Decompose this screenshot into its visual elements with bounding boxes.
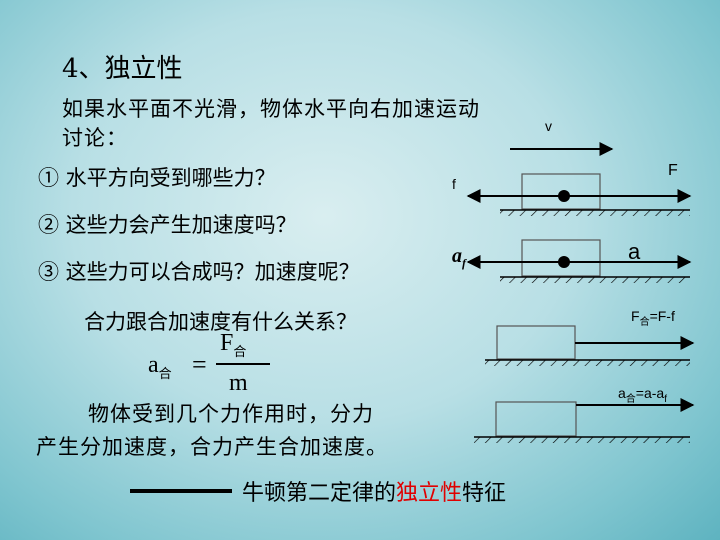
friction-acc-label: af [452, 245, 466, 271]
block-1 [521, 173, 601, 210]
net-acc-symbol: a [618, 385, 626, 401]
question-3: ③ 这些力可以合成吗？加速度呢？ [38, 260, 360, 284]
newton-second-law-formula: a合 = F合 m [140, 330, 280, 400]
net-force-label: F合=F-f [631, 308, 675, 328]
question-2: ② 这些力会产生加速度吗？ [38, 213, 297, 237]
ground-hatch-2 [500, 277, 690, 283]
ground-hatch-3 [485, 360, 690, 366]
question-1: ① 水平方向受到哪些力？ [38, 166, 276, 190]
formula-lhs: a合 [148, 352, 172, 382]
net-force-rhs: =F-f [649, 308, 675, 324]
conclusion-line-2: 产生分加速度，合力产生合加速度。 [36, 435, 388, 459]
diagram-net-acceleration [474, 398, 695, 443]
section-title: 4、独立性 [62, 54, 183, 84]
formula-lhs-symbol: a [148, 352, 159, 378]
formula-numerator-symbol: F [220, 330, 234, 356]
block-3 [496, 325, 576, 360]
formula-lhs-subscript: 合 [158, 365, 172, 381]
net-acc-rhs: =a-a [635, 385, 665, 401]
net-acc-label: a合=a-af [618, 385, 667, 405]
conclusion-line-1: 物体受到几个力作用时，分力 [88, 402, 374, 426]
acc-point [558, 256, 570, 268]
block-4 [495, 401, 577, 437]
force-point [558, 190, 570, 202]
intro-line-2: 讨论： [62, 126, 128, 150]
ground-hatch-4 [474, 437, 690, 443]
formula-numerator: F合 [220, 330, 246, 360]
footer-prefix: 牛顿第二定律的 [242, 481, 397, 506]
net-force-subscript: 合 [639, 316, 650, 328]
friction-acc-symbol: a [452, 245, 462, 267]
formula-equals: = [192, 350, 207, 379]
intro-line-1: 如果水平面不光滑，物体水平向右加速运动 [62, 97, 480, 121]
fraction-bar [216, 363, 270, 365]
applied-force-label: F [668, 162, 678, 179]
footer-suffix: 特征 [462, 481, 507, 506]
diagram-net-force [485, 325, 695, 366]
diagram-accelerations [466, 239, 692, 283]
diagram-forces [466, 142, 692, 216]
friction-label: f [452, 176, 456, 192]
footer-highlight: 独立性 [396, 481, 463, 506]
ground-hatch-1 [500, 210, 690, 216]
question-4: 合力跟合加速度有什么关系？ [84, 310, 357, 334]
block-2 [521, 239, 601, 277]
footer-statement: 牛顿第二定律的独立性特征 [242, 475, 506, 507]
net-acc-rhs-subscript: f [664, 393, 667, 405]
net-force-symbol: F [631, 308, 640, 324]
net-acc-subscript: 合 [625, 393, 636, 405]
friction-acc-subscript: f [462, 256, 466, 270]
acceleration-label: a [628, 239, 641, 264]
footer-dash [130, 489, 232, 493]
formula-denominator: m [229, 370, 248, 396]
formula-numerator-subscript: 合 [233, 343, 247, 359]
velocity-label: v [545, 118, 552, 134]
